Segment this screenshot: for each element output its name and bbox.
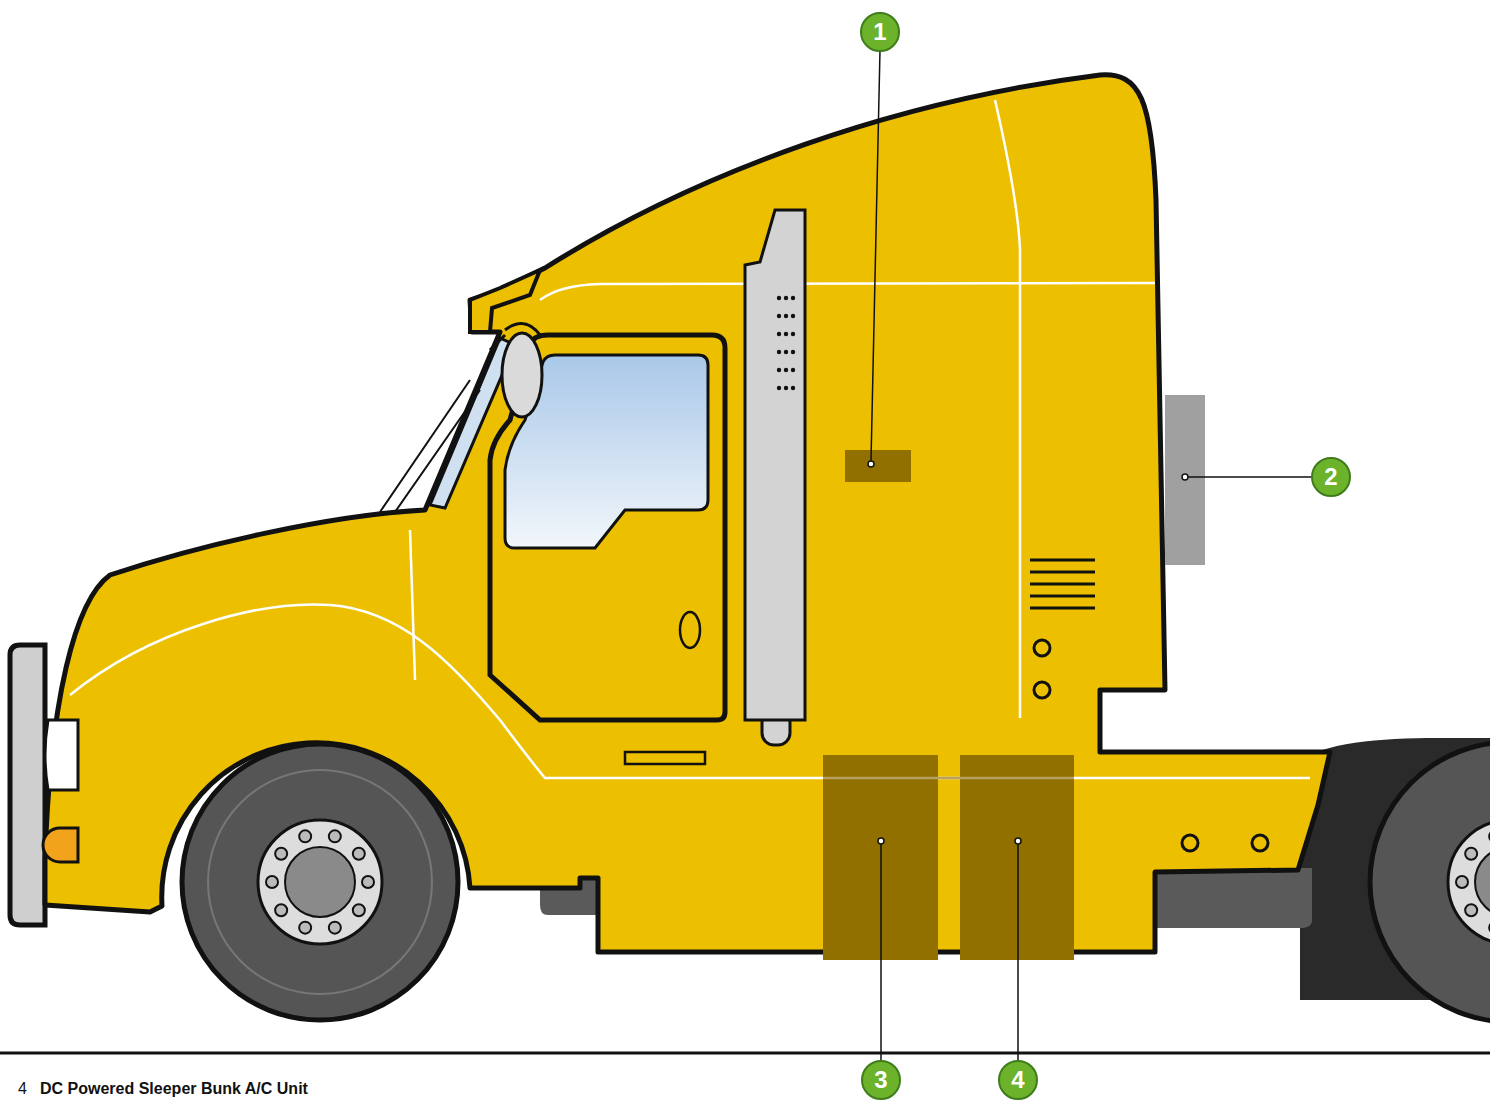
battery-box [960, 755, 1074, 960]
leader-line [868, 50, 1312, 1062]
lug-nut [329, 922, 341, 934]
ground-line [0, 1052, 1490, 1055]
stack-hole [791, 350, 795, 354]
visor [470, 270, 540, 332]
stack-hole [784, 332, 788, 336]
tank [1150, 868, 1312, 928]
stack-hole [777, 296, 781, 300]
stack-hole [777, 314, 781, 318]
lug-nut [1489, 830, 1490, 842]
rear-wheel [1370, 742, 1490, 1022]
stack-hole [777, 332, 781, 336]
front-wheel [182, 744, 458, 1020]
callout-number: 3 [861, 1060, 901, 1100]
footer-title: DC Powered Sleeper Bunk A/C Unit [40, 1079, 308, 1099]
lug-nut [1465, 848, 1477, 860]
lug-nut [329, 830, 341, 842]
stack-hole [784, 350, 788, 354]
door-handle [680, 612, 700, 648]
mirror [502, 333, 542, 417]
bumper [10, 645, 45, 925]
callout-number: 4 [998, 1060, 1038, 1100]
evaporator-box [845, 450, 911, 482]
condenser-box [1165, 395, 1205, 565]
stack-hole [791, 296, 795, 300]
lug-nut [353, 904, 365, 916]
lug-nut [1465, 904, 1477, 916]
lug-nut [299, 830, 311, 842]
callout-number: 2 [1311, 457, 1351, 497]
page-number: 4 [18, 1079, 27, 1099]
stack-hole [784, 368, 788, 372]
stack-hole [791, 332, 795, 336]
lug-nut [353, 848, 365, 860]
lug-nut [275, 848, 287, 860]
headlight [45, 720, 78, 790]
exhaust-stack [745, 210, 805, 720]
step-slot [625, 752, 705, 764]
vent [1030, 560, 1095, 608]
wiper [380, 380, 480, 512]
indicator [43, 828, 78, 862]
lug-nut [362, 876, 374, 888]
lug-nut [299, 922, 311, 934]
callout-number: 1 [860, 12, 900, 52]
stack-hole [784, 314, 788, 318]
panel-lines [70, 100, 1310, 778]
stack-hole [791, 386, 795, 390]
stack-hole [777, 386, 781, 390]
stack-hole [784, 386, 788, 390]
stack-hole [791, 368, 795, 372]
stack-hole [791, 314, 795, 318]
stack-hole [777, 368, 781, 372]
stack-hole [777, 350, 781, 354]
stack-hole [784, 296, 788, 300]
lug-nut [266, 876, 278, 888]
lug-nut [1456, 876, 1468, 888]
lug-nut [275, 904, 287, 916]
lug-nut [1489, 922, 1490, 934]
